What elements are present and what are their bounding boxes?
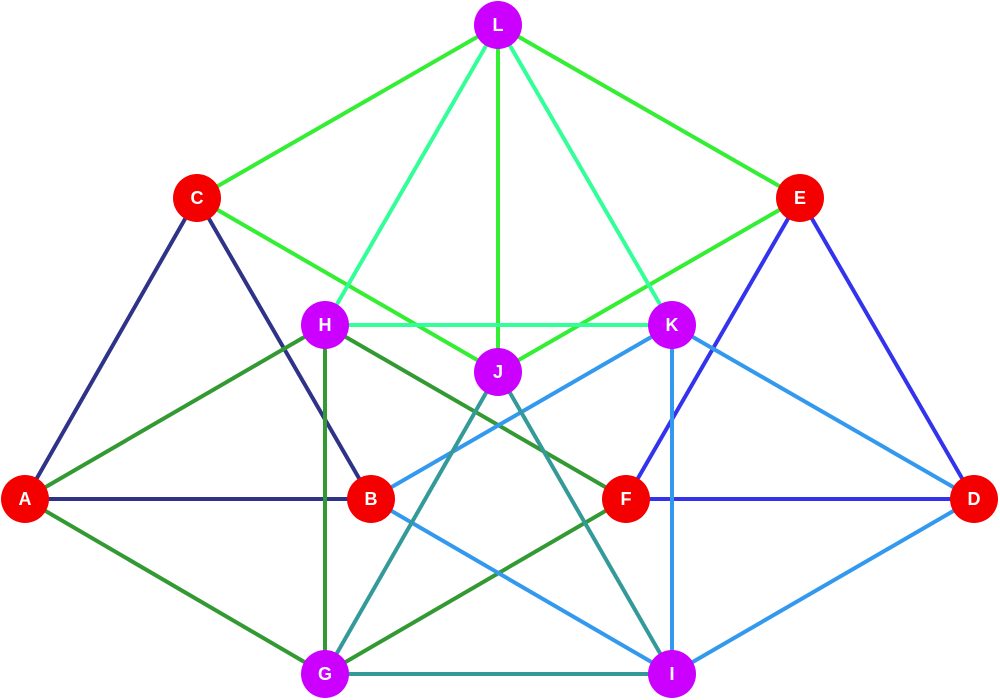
edge-k-d bbox=[670, 323, 976, 501]
edge-a-g bbox=[23, 497, 327, 676]
node-label: A bbox=[19, 489, 32, 509]
node-circle bbox=[1, 475, 49, 523]
edge-f-g bbox=[323, 497, 628, 676]
node-label: H bbox=[319, 315, 332, 335]
edge-l-h bbox=[323, 23, 500, 327]
node-label: G bbox=[318, 664, 332, 684]
node-d: D bbox=[950, 475, 998, 523]
edge-b-i bbox=[369, 497, 674, 676]
node-circle bbox=[173, 174, 221, 222]
node-label: D bbox=[968, 489, 981, 509]
node-label: J bbox=[493, 362, 503, 382]
edge-d-i bbox=[670, 497, 976, 676]
node-g: G bbox=[301, 650, 349, 698]
edge-e-d bbox=[798, 196, 976, 501]
node-h: H bbox=[301, 301, 349, 349]
node-label: L bbox=[493, 15, 504, 35]
node-label: K bbox=[666, 315, 679, 335]
edge-l-k bbox=[496, 23, 674, 327]
node-circle bbox=[648, 301, 696, 349]
node-i: I bbox=[648, 650, 696, 698]
node-label: E bbox=[794, 188, 806, 208]
node-circle bbox=[474, 348, 522, 396]
node-circle bbox=[474, 1, 522, 49]
node-c: C bbox=[173, 174, 221, 222]
node-k: K bbox=[648, 301, 696, 349]
node-circle bbox=[648, 650, 696, 698]
edge-c-a bbox=[23, 196, 199, 501]
node-b: B bbox=[347, 475, 395, 523]
edge-l-c bbox=[195, 23, 500, 200]
node-circle bbox=[950, 475, 998, 523]
node-label: B bbox=[365, 489, 378, 509]
node-circle bbox=[301, 650, 349, 698]
node-label: C bbox=[191, 188, 204, 208]
edge-j-g bbox=[323, 370, 500, 676]
node-circle bbox=[347, 475, 395, 523]
node-l: L bbox=[474, 1, 522, 49]
node-label: F bbox=[621, 489, 632, 509]
edge-h-a bbox=[23, 323, 327, 501]
node-f: F bbox=[602, 475, 650, 523]
graph-edges bbox=[23, 23, 976, 676]
node-e: E bbox=[776, 174, 824, 222]
edge-j-i bbox=[496, 370, 674, 676]
node-circle bbox=[301, 301, 349, 349]
node-label: I bbox=[669, 664, 674, 684]
node-a: A bbox=[1, 475, 49, 523]
node-j: J bbox=[474, 348, 522, 396]
edge-l-e bbox=[496, 23, 802, 200]
node-circle bbox=[776, 174, 824, 222]
node-circle bbox=[602, 475, 650, 523]
